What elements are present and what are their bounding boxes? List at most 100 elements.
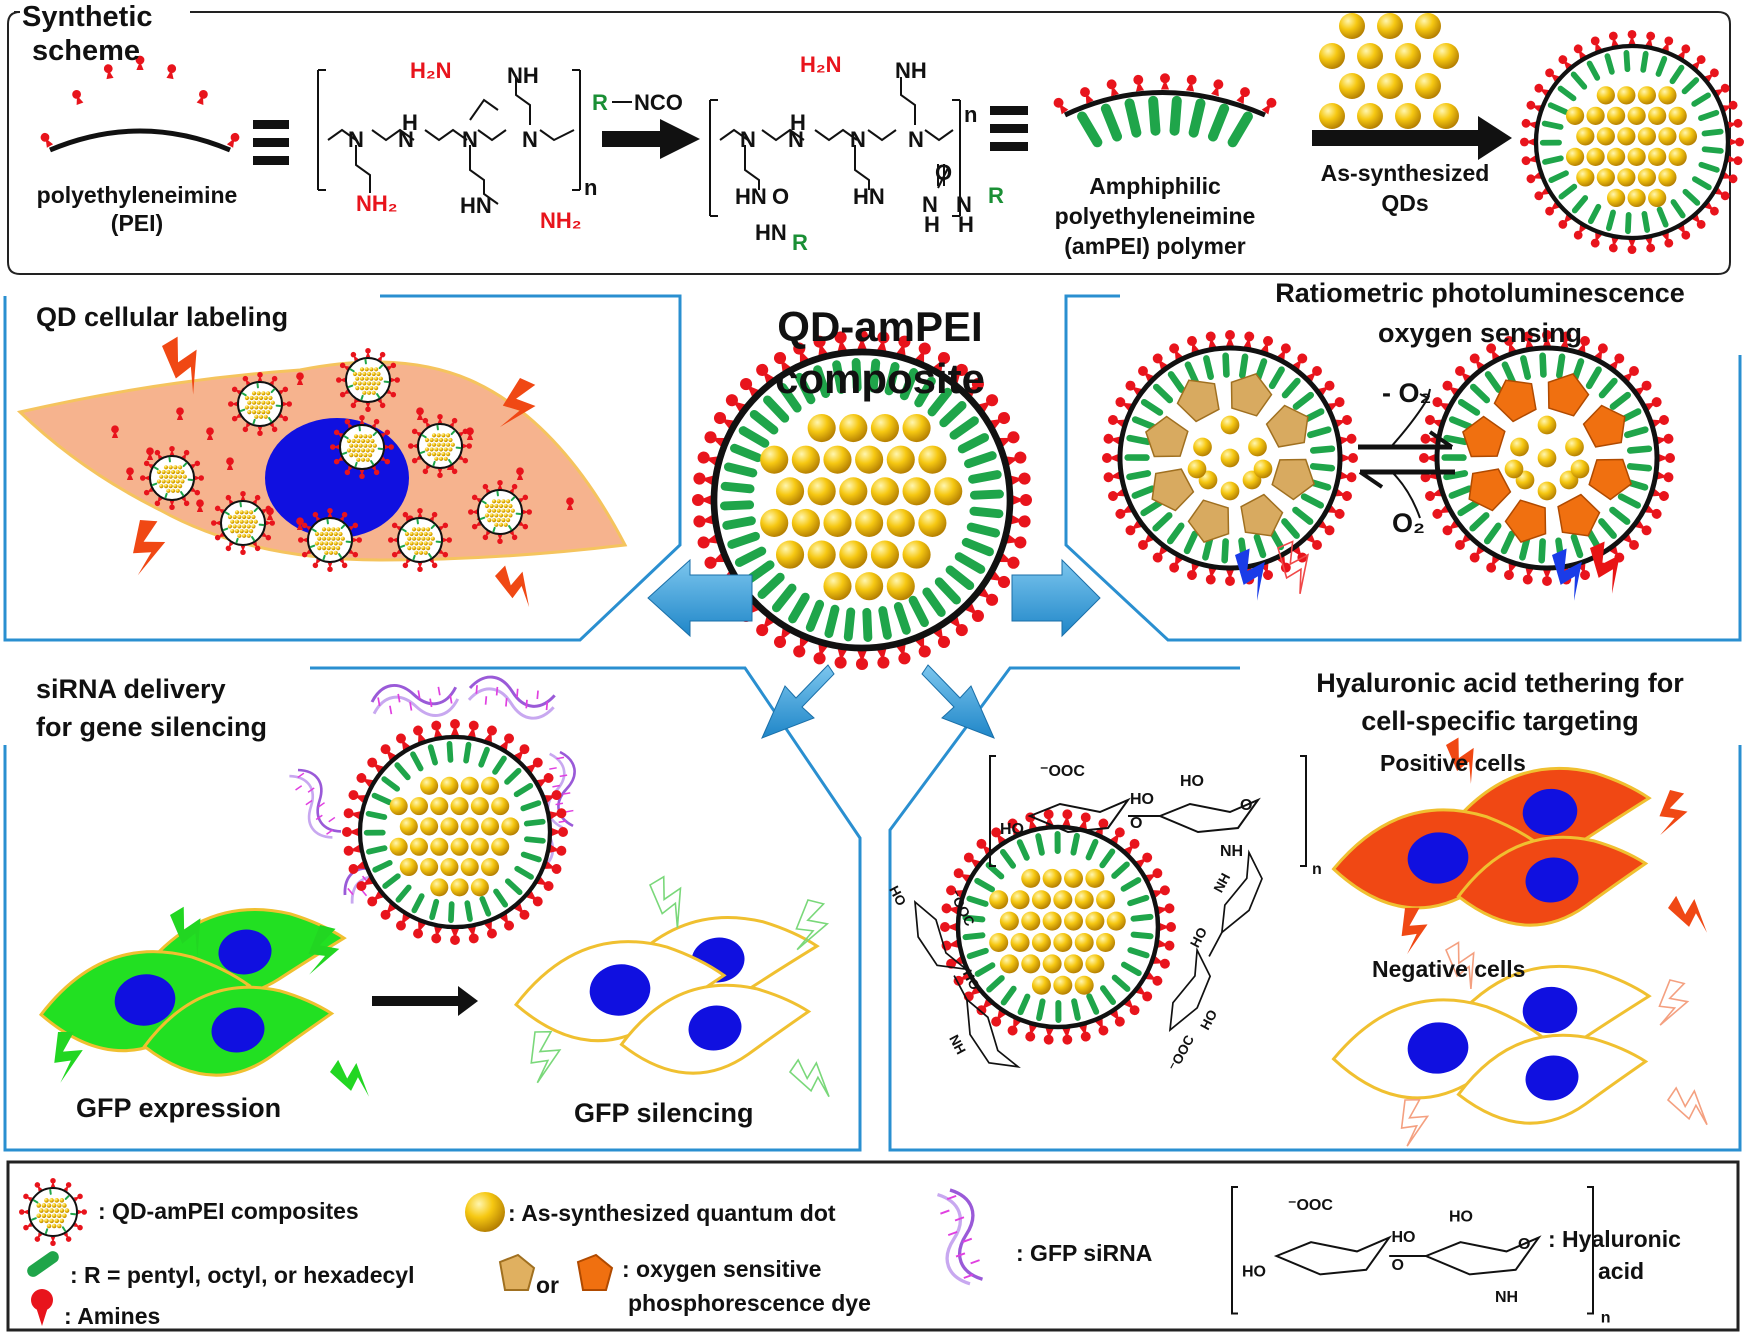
chem-label: HO xyxy=(1130,791,1154,808)
amine-marker xyxy=(402,558,411,569)
amine-marker xyxy=(190,487,201,496)
ampei-label-line3: (amPEI) polymer xyxy=(1064,233,1246,259)
amine-marker xyxy=(1534,187,1550,201)
quantum-dot xyxy=(1377,13,1403,39)
amine-marker xyxy=(1010,514,1031,528)
cell-body xyxy=(142,985,335,1077)
quantum-dot xyxy=(430,797,449,816)
amine-marker xyxy=(1425,415,1442,428)
amine-marker xyxy=(72,89,84,106)
hyaluronic-composite xyxy=(940,809,1177,1045)
amine-marker xyxy=(1656,433,1674,445)
ligand-chain xyxy=(1254,358,1268,383)
chem-label: O xyxy=(1392,1257,1404,1274)
ligand-chain xyxy=(1698,109,1720,122)
amine-marker xyxy=(1145,971,1163,986)
silencing-arrow xyxy=(372,986,478,1016)
quantum-dot xyxy=(326,527,331,532)
chem-label: O xyxy=(1240,797,1252,814)
ligand-chain xyxy=(354,461,358,468)
quantum-dot xyxy=(404,531,410,537)
ligand-chain xyxy=(1519,535,1531,561)
quantum-dot xyxy=(450,797,469,816)
quantum-dot xyxy=(1021,911,1041,931)
sugar-ring xyxy=(1423,1235,1542,1276)
amine-marker xyxy=(1542,569,1552,586)
amine-marker xyxy=(50,1237,56,1246)
qd-ampei-composite xyxy=(330,415,394,479)
hyaluronic-title-line1: Hyaluronic acid tethering for xyxy=(1316,668,1684,698)
quantum-dot xyxy=(246,533,251,538)
quantum-dot xyxy=(1617,168,1636,187)
quantum-dot xyxy=(178,474,183,479)
ligand-chain xyxy=(395,884,412,903)
pei-h-1: H xyxy=(402,110,418,135)
amine-marker xyxy=(73,1193,83,1202)
pei-nh2-right: NH₂ xyxy=(540,208,582,233)
legend-ligand-icon xyxy=(27,1251,59,1277)
ligand-chain xyxy=(966,522,1001,538)
amine-marker xyxy=(1205,567,1217,585)
quantum-dot xyxy=(416,527,421,532)
amine-marker xyxy=(365,348,371,357)
ligand-chain xyxy=(878,606,892,640)
ligand-chain xyxy=(1604,53,1615,75)
amine-marker xyxy=(226,132,240,148)
ligand-chain xyxy=(1670,199,1686,219)
quantum-dot xyxy=(168,465,173,470)
amine-marker xyxy=(458,428,469,437)
chem-label: NH xyxy=(1220,843,1243,860)
quantum-dot xyxy=(1637,127,1656,146)
quantum-dot xyxy=(460,817,479,836)
quantum-dot xyxy=(870,540,899,569)
ligand-chain xyxy=(868,358,881,393)
amine-marker xyxy=(1623,366,1639,382)
amine-marker xyxy=(380,456,391,465)
quantum-dot xyxy=(1053,890,1073,910)
amine-marker xyxy=(1211,79,1224,97)
quantum-dot xyxy=(64,1208,70,1213)
legend-dye-tan-icon xyxy=(498,1253,536,1291)
quantum-dot xyxy=(1031,975,1051,995)
quantum-dot xyxy=(1339,13,1365,39)
ligand-chain xyxy=(182,462,188,468)
phosphorescence-dye xyxy=(1271,458,1315,501)
quantum-dot xyxy=(470,797,489,816)
quantum-dot xyxy=(1042,868,1062,888)
quantum-dot xyxy=(1395,103,1421,129)
quantum-dot xyxy=(420,858,439,877)
ligand-chain xyxy=(1300,493,1325,509)
amine-marker xyxy=(1658,453,1676,463)
quantum-dot xyxy=(239,519,244,524)
ligand-chain xyxy=(1130,931,1154,940)
amine-marker xyxy=(516,467,524,480)
amine-marker xyxy=(143,460,154,469)
quantum-dot xyxy=(411,546,417,551)
amine-marker xyxy=(443,537,452,543)
quantum-dot xyxy=(227,514,233,520)
amine-marker xyxy=(1108,415,1125,428)
ligand-chain xyxy=(1070,832,1080,856)
amine-marker xyxy=(385,444,394,450)
ligand-chain xyxy=(966,895,989,907)
ligand-chain xyxy=(1126,470,1152,481)
ligand-chain xyxy=(1609,506,1631,525)
quantum-dot xyxy=(44,1198,49,1203)
emission-bolt-icon xyxy=(133,520,166,576)
amine-marker xyxy=(413,725,426,743)
amine-marker xyxy=(1504,336,1517,353)
amine-marker xyxy=(471,494,482,503)
quantum-dot xyxy=(251,410,257,415)
quantum-dot xyxy=(1510,437,1529,457)
quantum-dot xyxy=(1085,911,1105,931)
amine-marker xyxy=(240,491,246,500)
amine-marker xyxy=(438,549,449,558)
ligand-chain xyxy=(1571,195,1589,214)
chem-label: ⁻OOC xyxy=(1288,1197,1333,1214)
ligand-chain xyxy=(1626,445,1653,454)
blue-arrow-down-left xyxy=(761,664,835,739)
quantum-dot xyxy=(1377,73,1403,99)
quantum-dot xyxy=(39,1208,44,1213)
quantum-dot xyxy=(989,890,1009,910)
